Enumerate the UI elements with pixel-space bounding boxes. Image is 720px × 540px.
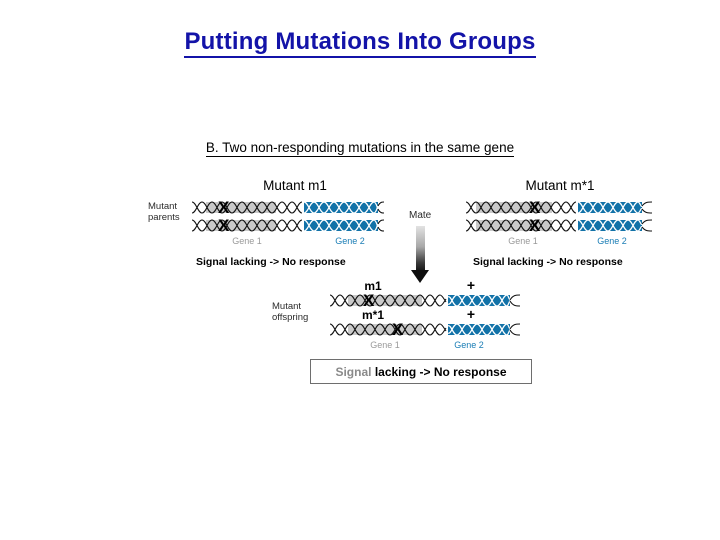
dna-helix-icon — [330, 294, 520, 307]
conclusion-text-black: lacking -> No response — [374, 364, 507, 379]
page-title: Putting Mutations Into Groups — [0, 28, 720, 58]
mate-arrow-shaft — [416, 226, 425, 272]
offspring-allele-gene1-1: m1 — [364, 279, 382, 293]
parent-right-dna-strand-2: X — [466, 216, 652, 235]
parent-left-gene2-caption: Gene 2 — [335, 236, 365, 246]
parent-right-gene1-caption: Gene 1 — [508, 236, 538, 246]
offspring-gene2-caption: Gene 2 — [454, 340, 484, 350]
parent-right-result: Signal lacking -> No response — [473, 256, 623, 268]
offspring-allele-gene2-1: + — [466, 277, 476, 293]
gene1-band — [476, 202, 552, 213]
mutation-x-icon: X — [392, 320, 404, 339]
parent-right-heading: Mutant m*1 — [525, 178, 595, 193]
mutation-x-icon: X — [529, 216, 541, 235]
parents-row-label-line1: Mutant — [148, 201, 178, 212]
offspring-allele-gene1-2: m*1 — [361, 308, 384, 322]
parent-left-gene1-caption: Gene 1 — [232, 236, 262, 246]
gene2-band — [448, 324, 510, 335]
dna-helix-icon — [466, 219, 652, 232]
parent-right-gene2-caption: Gene 2 — [597, 236, 627, 246]
gene1-band — [206, 202, 276, 213]
offspring-row-label-line2: offspring — [272, 312, 309, 323]
gene2-band — [578, 220, 642, 231]
section-subtitle: B. Two non-responding mutations in the s… — [0, 140, 720, 157]
page-title-text: Putting Mutations Into Groups — [184, 28, 536, 58]
parent-left-dna-strand-1: X — [192, 198, 384, 217]
offspring-row-label: Mutant offspring — [272, 301, 308, 323]
offspring-row-label-line1: Mutant — [272, 301, 302, 312]
offspring-dna-strand-1: X — [330, 291, 520, 310]
parent-left-heading: Mutant m1 — [263, 178, 327, 193]
dna-helix-icon — [330, 323, 520, 336]
parents-row-label-line2: parents — [148, 212, 180, 223]
dna-helix-icon — [192, 201, 384, 214]
gene1-band — [476, 220, 552, 231]
parent-right-dna-strand-1: X — [466, 198, 652, 217]
conclusion-box: Signal lacking -> No response — [310, 359, 532, 384]
mate-label: Mate — [409, 210, 432, 221]
conclusion-text-grey: Signal — [335, 364, 372, 379]
offspring-allele-gene2-2: + — [466, 306, 476, 322]
offspring-gene1-caption: Gene 1 — [370, 340, 400, 350]
gene1-band — [206, 220, 276, 231]
offspring-dna-strand-2: X — [330, 320, 520, 339]
gene2-band — [304, 202, 378, 213]
parents-row-label: Mutant parents — [148, 201, 180, 223]
parent-left-dna-strand-2: X — [192, 216, 384, 235]
mutation-x-icon: X — [529, 198, 541, 217]
gene2-band — [578, 202, 642, 213]
dna-helix-icon — [192, 219, 384, 232]
section-subtitle-text: B. Two non-responding mutations in the s… — [205, 140, 515, 157]
mate-arrow-head-icon — [411, 270, 429, 283]
gene2-band — [304, 220, 378, 231]
mutation-x-icon: X — [218, 216, 230, 235]
mutation-x-icon: X — [363, 291, 375, 310]
gene2-band — [448, 295, 510, 306]
parent-left-result: Signal lacking -> No response — [196, 256, 346, 268]
dna-helix-icon — [466, 201, 652, 214]
mutation-x-icon: X — [218, 198, 230, 217]
